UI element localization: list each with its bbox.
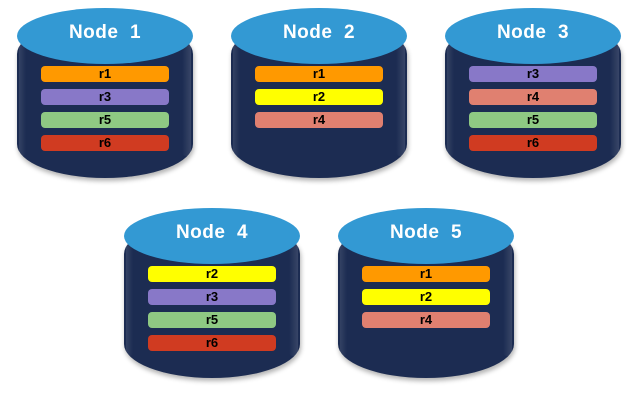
node-title: Node 1 — [68, 22, 142, 43]
record-bar[interactable]: r3 — [148, 289, 276, 305]
record-list: r1 r3 r5 r6 — [41, 66, 169, 151]
record-bar[interactable]: r3 — [41, 89, 169, 105]
node-title: Node 4 — [175, 222, 249, 243]
node-title: Node 2 — [282, 22, 356, 43]
record-bar[interactable]: r5 — [148, 312, 276, 328]
record-list: r1 r2 r4 — [362, 266, 490, 328]
record-bar[interactable]: r2 — [148, 266, 276, 282]
database-node[interactable]: Node 4 r2 r3 r5 r6 — [116, 208, 308, 394]
database-node[interactable]: Node 2 r1 r2 r4 — [223, 8, 415, 194]
record-bar[interactable]: r6 — [148, 335, 276, 351]
record-bar[interactable]: r2 — [255, 89, 383, 105]
record-bar[interactable]: r2 — [362, 289, 490, 305]
record-bar[interactable]: r4 — [362, 312, 490, 328]
record-bar[interactable]: r3 — [469, 66, 597, 82]
cylinder-top-ellipse — [17, 8, 193, 64]
record-bar[interactable]: r6 — [41, 135, 169, 151]
record-list: r2 r3 r5 r6 — [148, 266, 276, 351]
record-bar[interactable]: r4 — [255, 112, 383, 128]
record-list: r1 r2 r4 — [255, 66, 383, 128]
record-list: r3 r4 r5 r6 — [469, 66, 597, 151]
database-node[interactable]: Node 1 r1 r3 r5 r6 — [9, 8, 201, 194]
node-row-top: Node 1 r1 r3 r5 r6 Node 2 r1 r2 r4 Node 3 r3 r4 r5 r6 — [0, 8, 638, 194]
node-row-bottom: Node 4 r2 r3 r5 r6 Node 5 r1 r2 r4 — [0, 208, 638, 394]
cylinder-top-ellipse — [231, 8, 407, 64]
database-node[interactable]: Node 5 r1 r2 r4 — [330, 208, 522, 394]
record-bar[interactable]: r5 — [41, 112, 169, 128]
cylinder-top-ellipse — [445, 8, 621, 64]
record-bar[interactable]: r6 — [469, 135, 597, 151]
node-title: Node 5 — [389, 222, 463, 243]
record-bar[interactable]: r1 — [41, 66, 169, 82]
cylinder-top-ellipse — [338, 208, 514, 264]
cylinder-top-ellipse — [124, 208, 300, 264]
record-bar[interactable]: r1 — [255, 66, 383, 82]
record-bar[interactable]: r1 — [362, 266, 490, 282]
node-title: Node 3 — [496, 22, 570, 43]
database-node[interactable]: Node 3 r3 r4 r5 r6 — [437, 8, 629, 194]
record-bar[interactable]: r5 — [469, 112, 597, 128]
record-bar[interactable]: r4 — [469, 89, 597, 105]
